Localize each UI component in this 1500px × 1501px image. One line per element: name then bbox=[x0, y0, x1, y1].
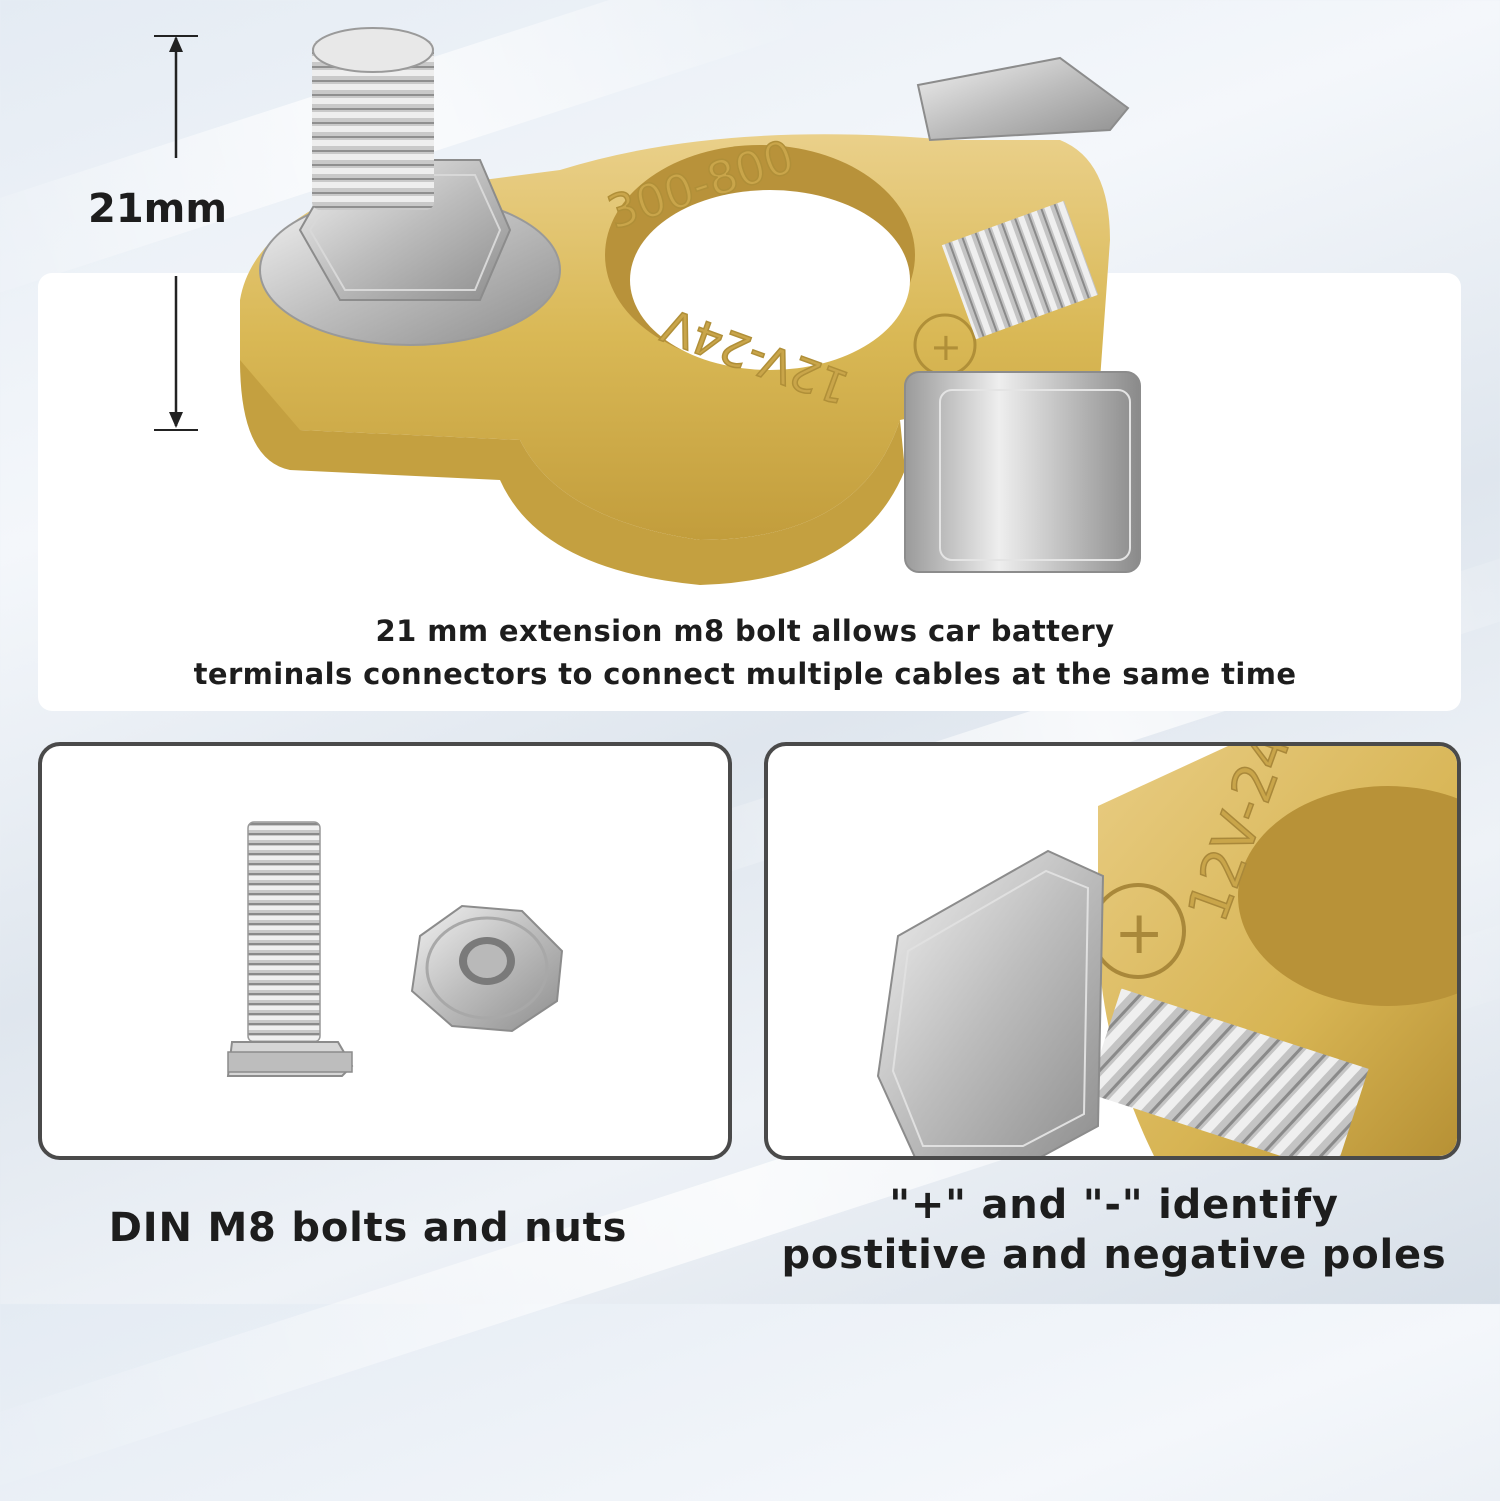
polarity-caption-line-2: postitive and negative poles bbox=[781, 1232, 1447, 1278]
extension-bolt-description: 21 mm extension m8 bolt allows car batte… bbox=[120, 610, 1370, 696]
closeup-polarity-mark: + bbox=[1114, 898, 1164, 968]
polarity-closeup-illustration: 12V-24V + bbox=[876, 746, 1457, 1156]
dimension-label: 21mm bbox=[88, 186, 228, 232]
battery-terminal-illustration: 300-800 12V-24V + bbox=[240, 27, 1141, 585]
dimension-arrow bbox=[154, 35, 198, 431]
description-line-1: 21 mm extension m8 bolt allows car batte… bbox=[375, 614, 1115, 648]
bolts-nuts-panel bbox=[38, 742, 732, 1160]
polarity-caption-line-1: "+" and "-" identify bbox=[889, 1182, 1339, 1228]
polarity-mark: + bbox=[930, 325, 962, 369]
bolt-and-nut-illustration bbox=[226, 821, 564, 1077]
bolts-nuts-caption: DIN M8 bolts and nuts bbox=[108, 1205, 628, 1251]
polarity-closeup-panel: 12V-24V + bbox=[764, 742, 1461, 1160]
description-line-2: terminals connectors to connect multiple… bbox=[193, 657, 1297, 691]
polarity-caption: "+" and "-" identify postitive and negat… bbox=[764, 1180, 1464, 1280]
